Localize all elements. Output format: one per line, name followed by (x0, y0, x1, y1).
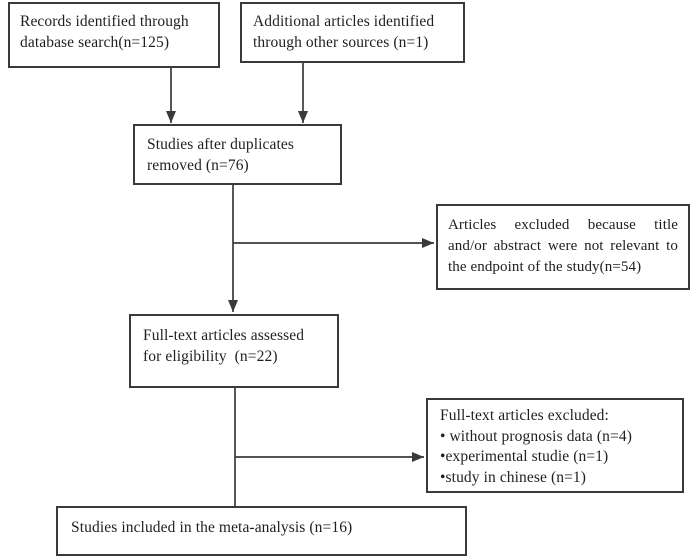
box-text-line: the endpoint of the study(n=54) (448, 259, 642, 275)
box-text-line: Studies included in the meta-analysis (n… (71, 519, 353, 536)
bullet-item: • without prognosis data (n=4) (440, 427, 632, 445)
box-text-line: Articles excluded because title (448, 217, 678, 233)
box-text-line: Studies after duplicates (147, 136, 295, 153)
box-records-identified: Records identified through database sear… (8, 2, 220, 68)
box-text-line: Additional articles identified (253, 13, 435, 30)
bullet-item: •experimental studie (n=1) (440, 448, 609, 465)
box-title-line: Full-text articles excluded: (440, 407, 609, 424)
box-text-line: Full-text articles assessed (143, 327, 305, 344)
box-title-abstract-excluded: Articles excluded because title and/or a… (436, 204, 690, 290)
box-fulltext-assessed: Full-text articles assessed for eligibil… (129, 314, 339, 388)
box-text-line: through other sources (n=1) (253, 34, 429, 51)
box-text-line: removed (n=76) (147, 157, 249, 174)
bullet-item: •study in chinese (n=1) (440, 468, 587, 486)
box-fulltext-excluded: Full-text articles excluded: • without p… (426, 398, 684, 493)
box-duplicates-removed: Studies after duplicates removed (n=76) (133, 124, 342, 185)
box-text-line: database search(n=125) (20, 34, 170, 51)
box-additional-articles: Additional articles identified through o… (240, 2, 465, 63)
box-text-line: Records identified through (20, 13, 189, 30)
box-included-meta-analysis: Studies included in the meta-analysis (n… (56, 506, 467, 556)
box-text-line: for eligibility (n=22) (143, 348, 278, 365)
box-text-line: and/or abstract were not relevant to (448, 238, 678, 254)
